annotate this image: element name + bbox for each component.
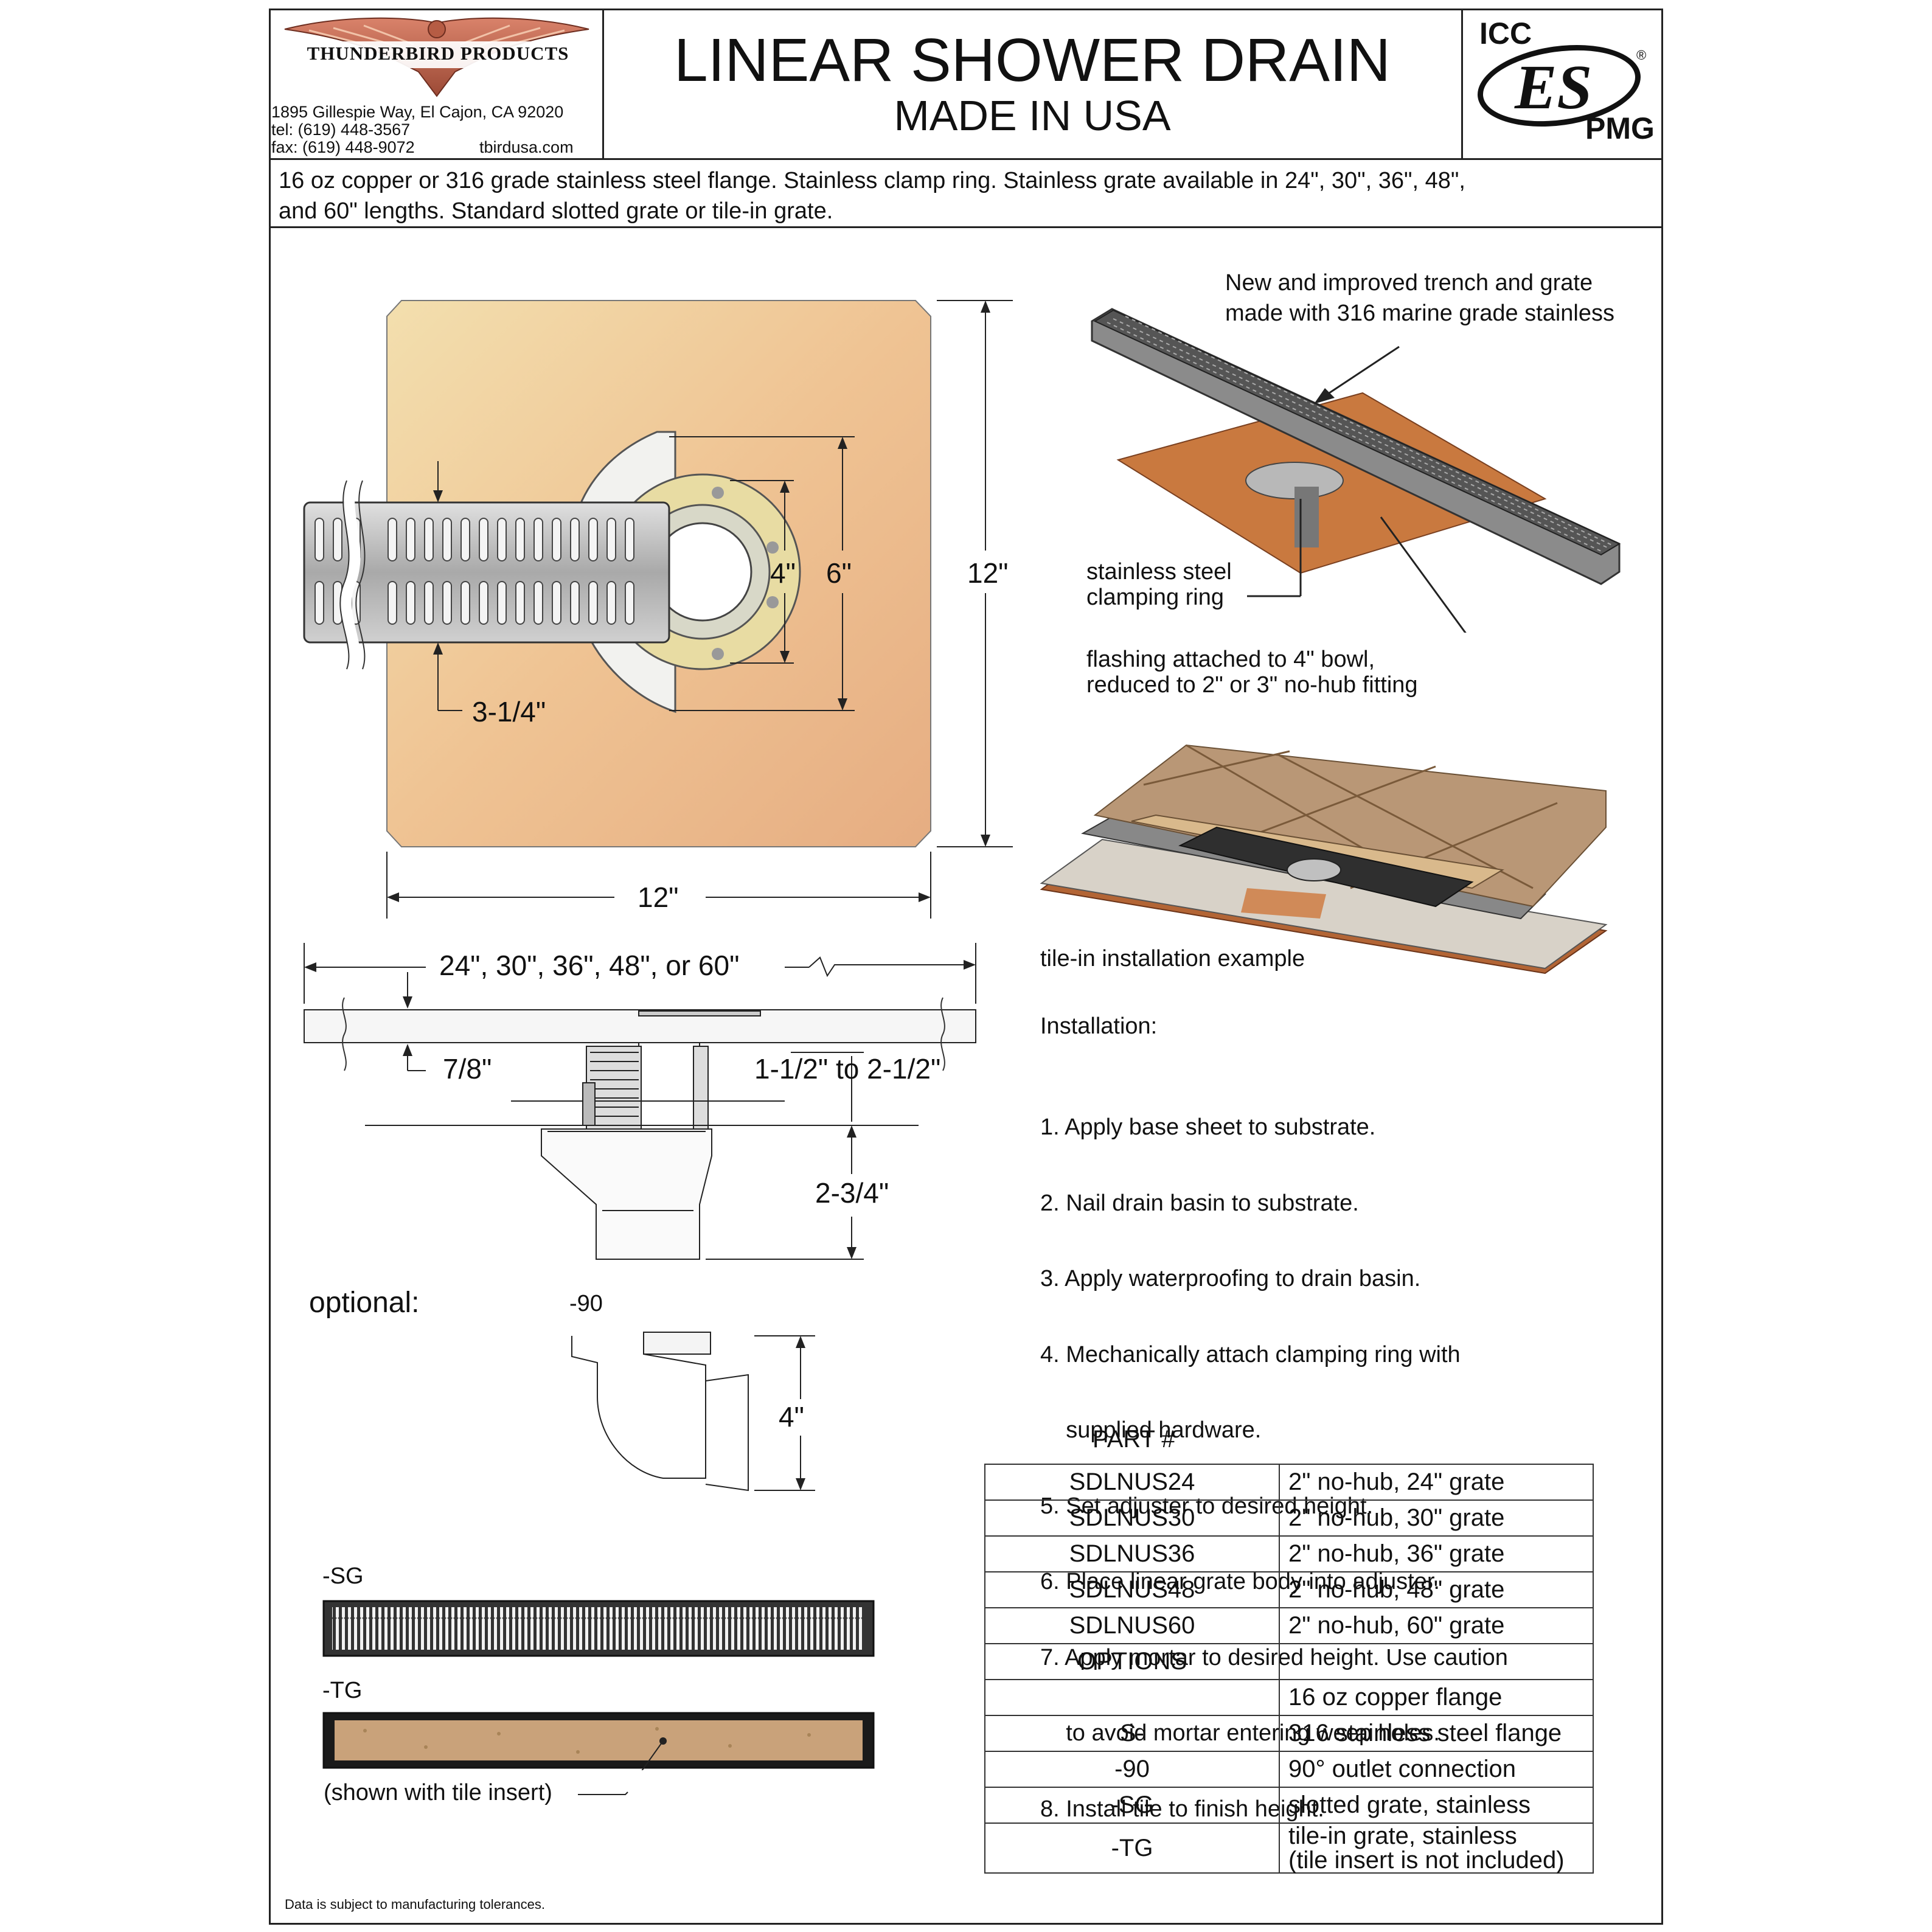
company-tel: tel: (619) 448-3567 [271,120,411,139]
options-heading-blank [1279,1643,1594,1680]
cert-registered: ® [1636,47,1647,63]
icc-es-logo-icon: ICC ES ® PMG [1472,16,1659,156]
cert-pmg-text: PMG [1585,111,1655,145]
dim-ring-6: 6" [826,557,852,589]
install-step: 4. Mechanically attach clamping ring wit… [1040,1341,1461,1367]
installation-heading: Installation: [1040,1013,1158,1039]
part-desc: 2" no-hub, 36" grate [1279,1535,1594,1572]
page-subtitle: MADE IN USA [894,92,1171,139]
tile-note-leader [578,1791,628,1795]
tile-grate-drawing [322,1712,875,1770]
cert-es-text: ES [1515,52,1593,122]
install-step: supplied hardware. [1040,1417,1262,1443]
dim-adjust-range: 1-1/2" to 2-1/2" [754,1053,941,1085]
option-code: S- [984,1715,1280,1752]
option-desc: slotted grate, stainless [1279,1787,1594,1824]
trench-callout-1: New and improved trench and grate [1225,270,1593,296]
part-code: SDLNUS30 [984,1499,1280,1537]
option-code: -TG [984,1823,1280,1874]
tile-install-iso-drawing [1040,744,1608,975]
trench-callout-2: made with 316 marine grade stainless [1225,301,1615,326]
flashing-callout-1: flashing attached to 4" bowl, [1086,647,1375,672]
dim-7-8: 7/8" [443,1053,492,1085]
part-desc: 2" no-hub, 30" grate [1279,1499,1594,1537]
thunderbird-logo-icon [281,17,592,97]
break-mark-icon [342,997,347,1071]
sheet-frame [269,9,1663,1925]
option-desc: tile-in grate, stainless(tile insert is … [1279,1823,1594,1874]
section-view-drawing [304,943,976,1260]
install-step: 2. Nail drain basin to substrate. [1040,1190,1359,1216]
dim-bowl-depth: 2-3/4" [815,1177,889,1209]
trench-iso-drawing [1091,308,1621,633]
break-mark-icon [341,478,361,672]
footer-note: Data is subject to manufacturing toleran… [285,1897,546,1912]
elbow-90-drawing [571,1332,815,1492]
options-heading: OPTIONS [984,1643,1280,1680]
install-step: 3. Apply waterproofing to drain basin. [1040,1266,1421,1291]
option-code [984,1679,1280,1716]
slotted-grate-drawing [322,1600,875,1657]
option-desc-line-1: tile-in grate, stainless [1288,1823,1517,1849]
option-desc: 16 oz copper flange [1279,1679,1594,1716]
option-code: -90 [984,1751,1280,1788]
option-desc: 316 stainless steel flange [1279,1715,1594,1752]
dim-elbow-4: 4" [779,1401,804,1433]
company-fax: fax: (619) 448-9072 [271,138,415,156]
tg-label: -TG [322,1678,363,1703]
page-title: LINEAR SHOWER DRAIN [674,26,1391,94]
parts-heading: PART # [1093,1426,1175,1453]
header-divider [269,158,1663,160]
table-row: 16 oz copper flange [984,1679,1594,1716]
part-code: SDLNUS36 [984,1535,1280,1572]
option-desc: 90° outlet connection [1279,1751,1594,1788]
flashing-callout-2: reduced to 2" or 3" no-hub fitting [1086,672,1418,698]
clamp-callout-2: clamping ring [1086,585,1224,610]
part-code: SDLNUS24 [984,1464,1280,1501]
company-address: 1895 Gillespie Way, El Cajon, CA 92020 [271,103,564,121]
sg-label: -SG [322,1563,364,1589]
clamp-callout-1: stainless steel [1086,559,1232,585]
cert-divider [1461,9,1463,158]
option-desc-line-2: (tile insert is not included) [1288,1847,1565,1874]
plan-view-drawing [303,300,1013,919]
optional-heading: optional: [309,1287,420,1319]
description-line-2: and 60" lengths. Standard slotted grate … [279,198,833,224]
elbow-label: -90 [569,1291,603,1316]
part-desc: 2" no-hub, 24" grate [1279,1464,1594,1501]
dim-plan-height: 12" [967,557,1009,589]
dim-grate-lengths: 24", 30", 36", 48", or 60" [439,950,740,981]
part-desc: 2" no-hub, 60" grate [1279,1607,1594,1644]
dim-outlet-4: 4" [770,557,796,589]
table-row: OPTIONS [984,1643,1594,1680]
company-website[interactable]: tbirdusa.com [479,138,574,156]
part-desc: 2" no-hub, 48" grate [1279,1571,1594,1608]
part-code: SDLNUS48 [984,1571,1280,1608]
install-step: 1. Apply base sheet to substrate. [1040,1114,1376,1140]
company-name: THUNDERBIRD PRODUCTS [307,43,569,64]
cert-icc-text: ICC [1479,16,1532,50]
tile-example-caption: tile-in installation example [1040,946,1305,971]
table-row: S-316 stainless steel flange [984,1715,1594,1752]
part-code: SDLNUS60 [984,1607,1280,1644]
logo-divider [602,9,604,158]
tile-note: (shown with tile insert) [324,1780,552,1805]
dim-grate-width: 3-1/4" [472,696,546,728]
dim-plan-width: 12" [638,881,679,913]
description-line-1: 16 oz copper or 316 grade stainless stee… [279,168,1465,193]
description-divider [269,226,1663,228]
option-code: -SG [984,1787,1280,1824]
